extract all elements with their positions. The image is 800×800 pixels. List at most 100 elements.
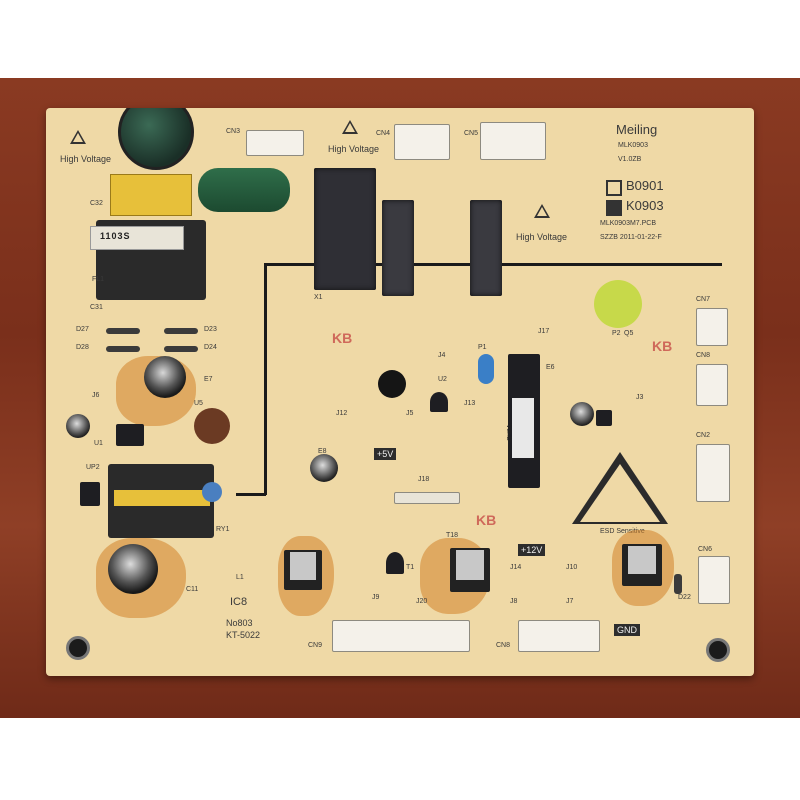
label-j9: J9	[372, 594, 380, 601]
label-up2: UP2	[86, 464, 100, 471]
label-d23: D23	[204, 326, 217, 333]
diode	[164, 346, 198, 352]
label-j17: J17	[538, 328, 550, 335]
relay	[382, 200, 414, 296]
label-cn5: CN5	[464, 130, 479, 137]
esd-sensitive-label: ESD Sensitive	[600, 528, 645, 535]
code-k0903: K0903	[626, 198, 664, 213]
high-voltage-label: High Voltage	[60, 154, 112, 164]
electrolytic-capacitor	[310, 454, 338, 482]
transistor	[80, 482, 100, 506]
chip-version-label: Ver.D	[505, 424, 512, 442]
x-capacitor-yellow	[110, 174, 192, 216]
label-t18: T18	[446, 532, 459, 539]
mounting-hole	[66, 636, 90, 660]
transformer-code: 1103S	[100, 231, 131, 241]
label-u1: U1	[94, 440, 103, 447]
label-x1: P1	[478, 344, 487, 351]
label-j12: J12	[336, 410, 348, 417]
blue-capacitor	[202, 482, 222, 502]
diode	[674, 574, 682, 594]
switching-transformer-label	[114, 490, 210, 506]
label-j8: J8	[510, 598, 518, 605]
transistor	[596, 410, 612, 426]
model-label: MLK0903	[618, 142, 648, 149]
label-j6: J6	[92, 392, 100, 399]
part-number: KT-5022	[226, 630, 261, 640]
label-e6: U5	[194, 400, 203, 407]
label-p2: Q5	[624, 330, 634, 337]
relay-main	[314, 168, 376, 290]
label-j14: J14	[510, 564, 522, 571]
label-e8: E8	[318, 448, 327, 455]
red-mark: KB	[652, 338, 673, 354]
diode	[164, 328, 198, 334]
label-cn8-right: CN8	[696, 352, 711, 359]
mounting-hole	[706, 638, 730, 662]
plus-12v-label: +12V	[518, 544, 546, 556]
label-j5: J5	[406, 410, 414, 417]
label-c32: C32	[90, 200, 103, 207]
connector-cn9	[332, 620, 470, 652]
label-d22: D22	[678, 594, 691, 601]
microcontroller-sticker	[512, 398, 534, 458]
connector-cn3	[246, 130, 304, 156]
ic8-label: IC8	[230, 596, 248, 608]
high-voltage-label: High Voltage	[516, 232, 568, 242]
connector-cn2	[696, 444, 730, 502]
connector-cn8	[518, 620, 600, 652]
connector-cn5	[480, 122, 546, 160]
label-cn6: CN6	[698, 546, 713, 553]
high-voltage-label: High Voltage	[328, 144, 380, 154]
high-voltage-warning-icon	[342, 120, 358, 134]
label-cn9: CN9	[308, 642, 323, 649]
label-j13: J13	[464, 400, 476, 407]
label-cn3: CN3	[226, 128, 241, 135]
label-c31: C31	[90, 304, 103, 311]
label-c11: RY1	[216, 526, 230, 533]
green-qc-sticker	[594, 280, 642, 328]
electrolytic-capacitor	[144, 356, 186, 398]
inductor-coil	[118, 108, 194, 170]
code-b0901: B0901	[626, 178, 664, 193]
label-d24: D24	[204, 344, 217, 351]
electrolytic-capacitor	[570, 402, 594, 426]
label-d21: C11	[186, 586, 199, 593]
label-d28: D28	[76, 344, 89, 351]
gnd-label: GND	[614, 624, 640, 636]
label-p1: P2	[612, 330, 621, 337]
checked-mark-icon	[606, 200, 622, 216]
label-j4: J4	[438, 352, 446, 359]
diode	[106, 346, 140, 352]
regulator-heatsink-tab	[290, 552, 316, 580]
lot-number: No803	[226, 618, 253, 628]
label-u2: E6	[546, 364, 555, 371]
brown-capacitor	[194, 408, 230, 444]
label-cn4: CN4	[376, 130, 391, 137]
label-j7: J7	[566, 598, 574, 605]
electrolytic-capacitor-large	[108, 544, 158, 594]
green-film-capacitor	[198, 168, 290, 212]
pcb-trace	[264, 263, 267, 495]
label-d27: D27	[76, 326, 89, 333]
label-cn7: CN7	[696, 296, 711, 303]
pin-header	[394, 492, 460, 504]
high-voltage-warning-icon	[70, 130, 86, 144]
label-t1: T1	[406, 564, 415, 571]
label-l1: L1	[236, 574, 244, 581]
brand-label: Meiling	[616, 122, 658, 137]
esd-warning-inner	[580, 464, 660, 522]
label-j10: J10	[566, 564, 578, 571]
electrolytic-capacitor-small	[66, 414, 90, 438]
transistor-t1	[386, 552, 404, 574]
label-cn2: CN2	[696, 432, 711, 439]
diode	[106, 328, 140, 334]
label-j3: J3	[636, 394, 644, 401]
regulator-heatsink-tab	[456, 550, 484, 580]
regulator-heatsink-tab	[628, 546, 656, 574]
circuit-board: 1103S C32 C31 FL1 D27 D28 D23 D24 E7 J6 …	[46, 108, 754, 676]
ic-chip	[116, 424, 144, 446]
crystal-oscillator	[478, 354, 494, 384]
version-label: V1.0ZB	[618, 156, 642, 163]
label-u5: U2	[438, 376, 447, 383]
